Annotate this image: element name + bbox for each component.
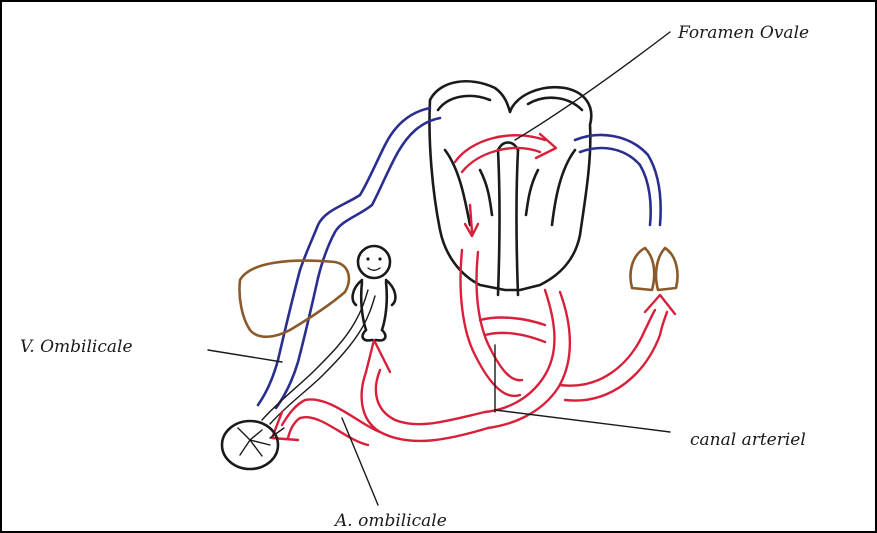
label-umbilical-artery: A. ombilicale (333, 511, 447, 531)
liver (239, 261, 348, 337)
arterial-flow (272, 134, 675, 445)
umbilical-vein-leader (208, 350, 282, 362)
label-foramen-ovale: Foramen Ovale (677, 23, 809, 43)
heart (429, 81, 591, 295)
canal-arteriel-leader (495, 410, 670, 432)
foramen-ovale-leader (515, 32, 670, 140)
leader-lines (208, 32, 670, 505)
umbilical-artery-leader (342, 418, 378, 505)
label-canal-arteriel: canal arteriel (690, 430, 806, 450)
venous-vessels (258, 108, 661, 408)
fetus-figure (353, 246, 396, 340)
lungs (631, 248, 678, 290)
label-umbilical-vein: V. Ombilicale (20, 337, 133, 357)
